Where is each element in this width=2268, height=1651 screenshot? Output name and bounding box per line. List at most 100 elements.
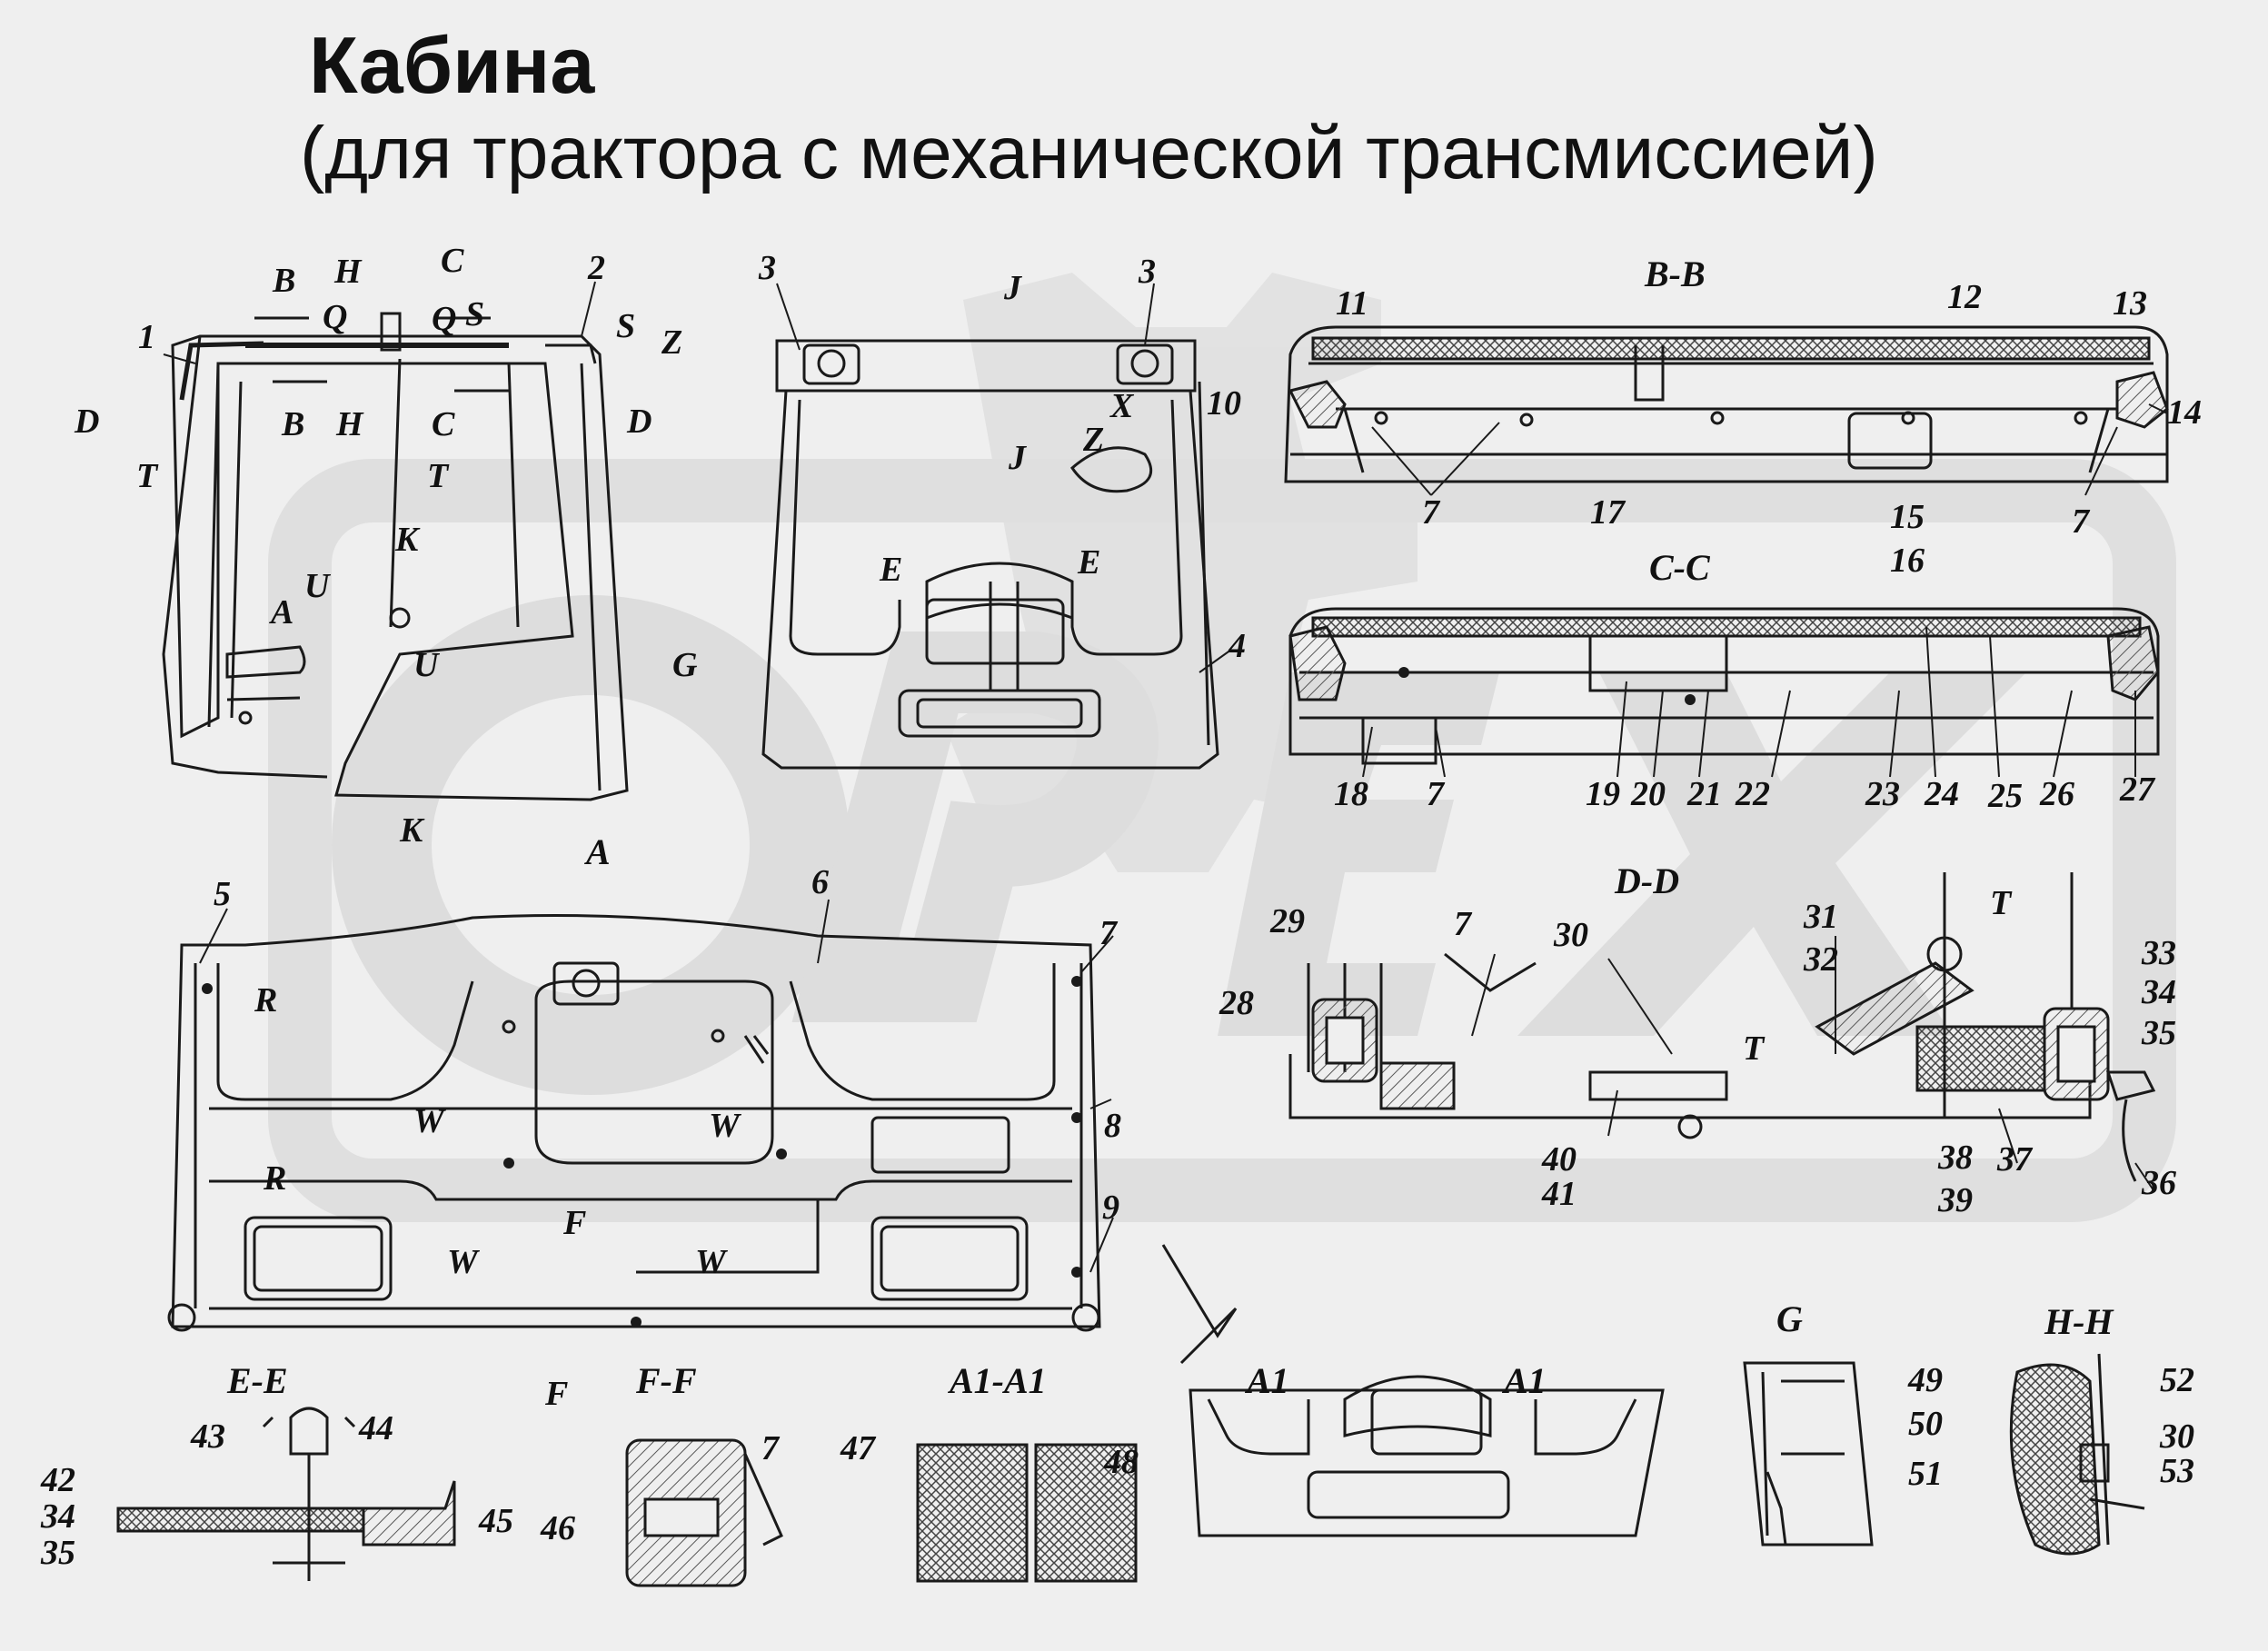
- view-marker-c: C: [432, 405, 455, 443]
- section-c-c: [1288, 607, 2160, 765]
- part-number-27: 27: [2120, 771, 2154, 809]
- part-number-28: 28: [1219, 984, 1254, 1022]
- section-h-h-drawing: [2009, 1353, 2145, 1556]
- section-label-c-c: C-C: [1649, 547, 1710, 588]
- part-number-3: 3: [759, 249, 776, 287]
- section-a1-a1-drawing: [916, 1443, 1138, 1583]
- view-marker-u: U: [304, 567, 330, 605]
- part-number-30: 30: [1554, 916, 1588, 954]
- section-label-b-b: B-B: [1645, 254, 1706, 294]
- part-number-35: 35: [2142, 1014, 2176, 1052]
- part-number-11: 11: [1336, 284, 1368, 323]
- view-marker-s: S: [465, 295, 485, 333]
- view-marker-f: F: [545, 1375, 569, 1413]
- part-number-9: 9: [1102, 1189, 1119, 1227]
- cabin-rear-view: [761, 339, 1219, 770]
- part-number-26: 26: [2040, 775, 2074, 813]
- part-number-10: 10: [1207, 384, 1241, 423]
- part-number-49: 49: [1908, 1361, 1943, 1399]
- view-marker-c: C: [441, 242, 464, 280]
- page-title: Кабина: [309, 20, 595, 110]
- view-marker-t: T: [136, 457, 158, 495]
- view-marker-j: J: [1009, 439, 1026, 477]
- view-marker-d: D: [75, 403, 100, 441]
- part-number-53: 53: [2160, 1452, 2194, 1490]
- view-label-a1-left: A1: [1247, 1360, 1289, 1401]
- view-marker-h: H: [336, 405, 363, 443]
- section-label-a1-a1: A1-A1: [950, 1360, 1047, 1401]
- part-number-40: 40: [1542, 1140, 1577, 1179]
- view-marker-e: E: [880, 551, 903, 589]
- view-marker-r: R: [264, 1159, 287, 1198]
- part-number-32: 32: [1804, 940, 1838, 979]
- part-number-18: 18: [1334, 775, 1368, 813]
- part-number-25: 25: [1988, 777, 2023, 815]
- part-number-48: 48: [1104, 1443, 1139, 1481]
- part-number-52: 52: [2160, 1361, 2194, 1399]
- view-marker-t: T: [1990, 884, 2012, 922]
- part-number-30: 30: [2160, 1417, 2194, 1456]
- part-number-7: 7: [1454, 905, 1471, 943]
- part-number-35: 35: [41, 1534, 75, 1572]
- part-number-20: 20: [1631, 775, 1666, 813]
- part-number-50: 50: [1908, 1405, 1943, 1443]
- part-number-31: 31: [1804, 898, 1838, 936]
- part-number-34: 34: [41, 1497, 75, 1536]
- view-label-a1-right: A1: [1504, 1360, 1547, 1401]
- section-label-h-h: H-H: [2044, 1301, 2114, 1342]
- part-number-3: 3: [1139, 253, 1156, 291]
- page-subtitle: (для трактора с механической трансмиссие…: [300, 112, 1878, 194]
- part-number-39: 39: [1938, 1181, 1973, 1219]
- part-number-47: 47: [841, 1429, 875, 1467]
- part-number-7: 7: [1422, 493, 1439, 532]
- part-number-6: 6: [811, 863, 829, 901]
- fastener-dots: [202, 667, 1696, 1328]
- part-number-17: 17: [1590, 493, 1625, 532]
- part-number-15: 15: [1890, 498, 1925, 536]
- part-number-41: 41: [1542, 1175, 1577, 1213]
- part-number-14: 14: [2167, 393, 2202, 432]
- cabin-side-view: [162, 312, 629, 801]
- view-marker-u: U: [413, 646, 439, 684]
- view-a-drawing: [1189, 1375, 1665, 1537]
- section-b-b: [1284, 325, 2169, 483]
- part-number-23: 23: [1865, 775, 1900, 813]
- view-marker-b: B: [282, 405, 305, 443]
- part-number-19: 19: [1586, 775, 1620, 813]
- view-marker-w: W: [695, 1243, 726, 1281]
- view-marker-k: K: [395, 521, 419, 559]
- part-number-37: 37: [1997, 1140, 2032, 1179]
- view-marker-z: Z: [1083, 421, 1105, 459]
- floor-panel-view: [167, 914, 1238, 1365]
- part-number-13: 13: [2113, 284, 2147, 323]
- section-f-f-drawing: [625, 1438, 783, 1587]
- part-number-21: 21: [1687, 775, 1722, 813]
- view-marker-z: Z: [662, 323, 683, 362]
- part-number-7: 7: [1099, 914, 1117, 952]
- part-number-4: 4: [1228, 627, 1246, 665]
- watermark-logo: [268, 273, 2176, 1222]
- part-number-7: 7: [761, 1429, 779, 1467]
- view-marker-d: D: [627, 403, 652, 441]
- part-number-7: 7: [2072, 502, 2089, 541]
- view-marker-w: W: [413, 1102, 444, 1140]
- part-number-45: 45: [479, 1502, 513, 1540]
- part-number-43: 43: [191, 1417, 225, 1456]
- view-marker-a: A: [271, 593, 294, 632]
- part-number-36: 36: [2142, 1164, 2176, 1202]
- view-marker-h: H: [334, 253, 362, 291]
- part-number-51: 51: [1908, 1455, 1943, 1493]
- part-number-33: 33: [2142, 934, 2176, 972]
- section-e-e-drawing: [116, 1407, 456, 1581]
- section-label-d-d: D-D: [1615, 860, 1680, 901]
- view-marker-j: J: [1004, 269, 1021, 307]
- view-marker-t: T: [1743, 1029, 1765, 1068]
- view-marker-g: G: [672, 646, 698, 684]
- part-number-8: 8: [1104, 1107, 1121, 1145]
- part-number-5: 5: [214, 875, 231, 913]
- view-marker-q: Q: [432, 300, 457, 338]
- view-label-a: A: [586, 831, 611, 872]
- leader-lines: [163, 281, 2168, 1273]
- view-marker-f: F: [563, 1204, 587, 1242]
